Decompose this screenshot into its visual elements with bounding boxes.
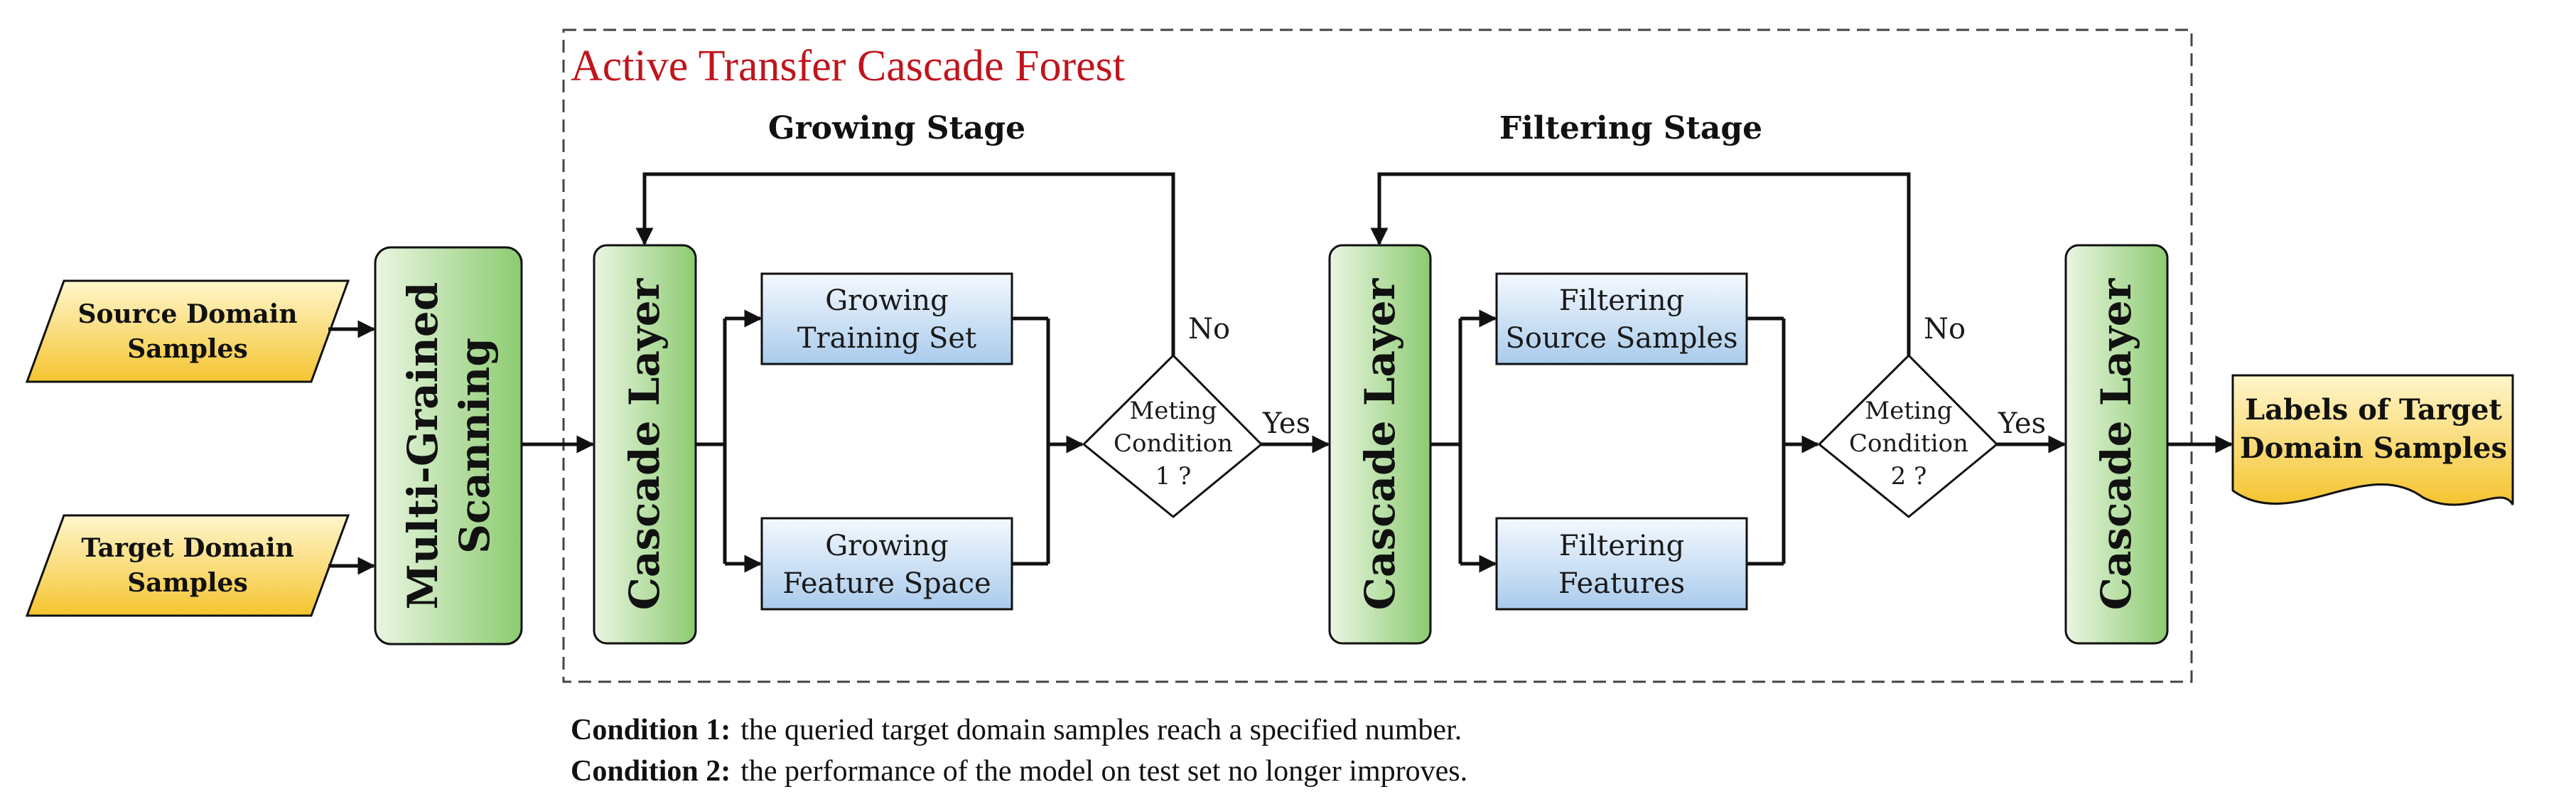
cascade-layer-1: Cascade Layer (593, 244, 697, 645)
svg-text:Target Domain: Target Domain (81, 533, 293, 563)
svg-text:Scanning: Scanning (451, 338, 499, 554)
multi-grained-scanning-block: Multi-Grained Scanning (374, 246, 523, 645)
cascade-forest-frame (562, 28, 2193, 683)
svg-text:Cascade Layer: Cascade Layer (620, 277, 669, 610)
svg-text:Samples: Samples (127, 568, 247, 598)
svg-text:Meting: Meting (1129, 397, 1217, 425)
svg-text:Condition: Condition (1114, 429, 1233, 458)
decision1-no-label: No (1188, 313, 1230, 345)
connectors (328, 172, 2233, 575)
decision-condition-1: Meting Condition 1 ? (1082, 353, 1263, 518)
svg-text:Cascade Layer: Cascade Layer (1356, 277, 1404, 610)
svg-text:Training Set: Training Set (797, 322, 976, 355)
svg-text:Multi-Grained: Multi-Grained (399, 282, 447, 610)
frame-title: Active Transfer Cascade Forest (571, 42, 1125, 90)
decision-condition-2: Meting Condition 2 ? (1817, 353, 1999, 518)
svg-text:Domain Samples: Domain Samples (2240, 432, 2507, 465)
filtering-stage-heading: Filtering Stage (1499, 110, 1762, 146)
svg-text:Meting: Meting (1865, 397, 1952, 425)
labels-of-target-domain-samples-output: Labels of Target Domain Samples (2231, 374, 2514, 506)
filtering-features-box: Filtering Features (1495, 517, 1748, 611)
svg-text:Condition 1:the queried target: Condition 1:the queried target domain sa… (571, 714, 1462, 746)
svg-text:Features: Features (1558, 567, 1685, 600)
svg-text:Feature Space: Feature Space (782, 567, 991, 600)
condition-2-note: Condition 2:the performance of the model… (571, 755, 1467, 788)
svg-text:Filtering: Filtering (1559, 530, 1684, 562)
decision2-no-label: No (1924, 313, 1966, 345)
cascade-layer-2: Cascade Layer (1328, 244, 1432, 645)
growing-stage-heading: Growing Stage (768, 110, 1025, 146)
growing-feature-space-box: Growing Feature Space (760, 517, 1013, 611)
svg-text:Labels of Target: Labels of Target (2245, 393, 2502, 427)
svg-text:Condition 2:the performance of: Condition 2:the performance of the model… (571, 755, 1467, 788)
svg-text:Growing: Growing (825, 530, 949, 562)
svg-text:Cascade Layer: Cascade Layer (2092, 277, 2140, 610)
svg-text:Growing: Growing (825, 284, 949, 317)
target-domain-samples-input: Target Domain Samples (25, 514, 350, 617)
svg-text:Samples: Samples (127, 334, 247, 364)
decision2-yes-label: Yes (1998, 407, 2046, 440)
growing-training-set-box: Growing Training Set (760, 272, 1013, 365)
filtering-source-samples-box: Filtering Source Samples (1495, 272, 1748, 365)
condition-1-note: Condition 1:the queried target domain sa… (571, 714, 1462, 746)
decision1-yes-label: Yes (1262, 407, 1310, 440)
source-domain-samples-input: Source Domain Samples (25, 279, 350, 383)
svg-text:Source Domain: Source Domain (77, 299, 297, 329)
svg-text:Filtering: Filtering (1559, 284, 1684, 317)
svg-text:2 ?: 2 ? (1891, 462, 1927, 491)
svg-text:Condition: Condition (1849, 429, 1968, 458)
cascade-layer-3: Cascade Layer (2064, 244, 2169, 645)
svg-text:Source Samples: Source Samples (1506, 322, 1738, 355)
svg-text:1 ?: 1 ? (1155, 462, 1192, 491)
